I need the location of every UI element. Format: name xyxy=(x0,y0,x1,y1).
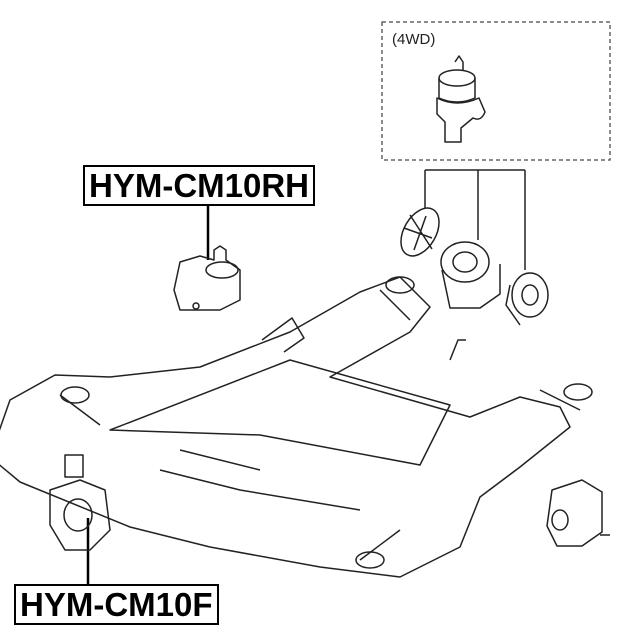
4wd-inset-box xyxy=(381,21,611,161)
rh-engine-mount-icon xyxy=(173,205,241,311)
rear-engine-mount-icon xyxy=(546,479,610,547)
4wd-variant-label: (4WD) xyxy=(392,31,436,48)
part-label-f: HYM-CM10F xyxy=(14,584,219,625)
4wd-engine-mount-icon xyxy=(436,55,486,143)
front-engine-mount-icon xyxy=(49,454,111,584)
part-label-rh: HYM-CM10RH xyxy=(83,165,316,206)
bushing-icon xyxy=(505,272,549,326)
mount-bracket-icon xyxy=(440,241,501,309)
front-subframe-icon xyxy=(0,276,593,578)
damper-plate-icon xyxy=(400,207,440,257)
